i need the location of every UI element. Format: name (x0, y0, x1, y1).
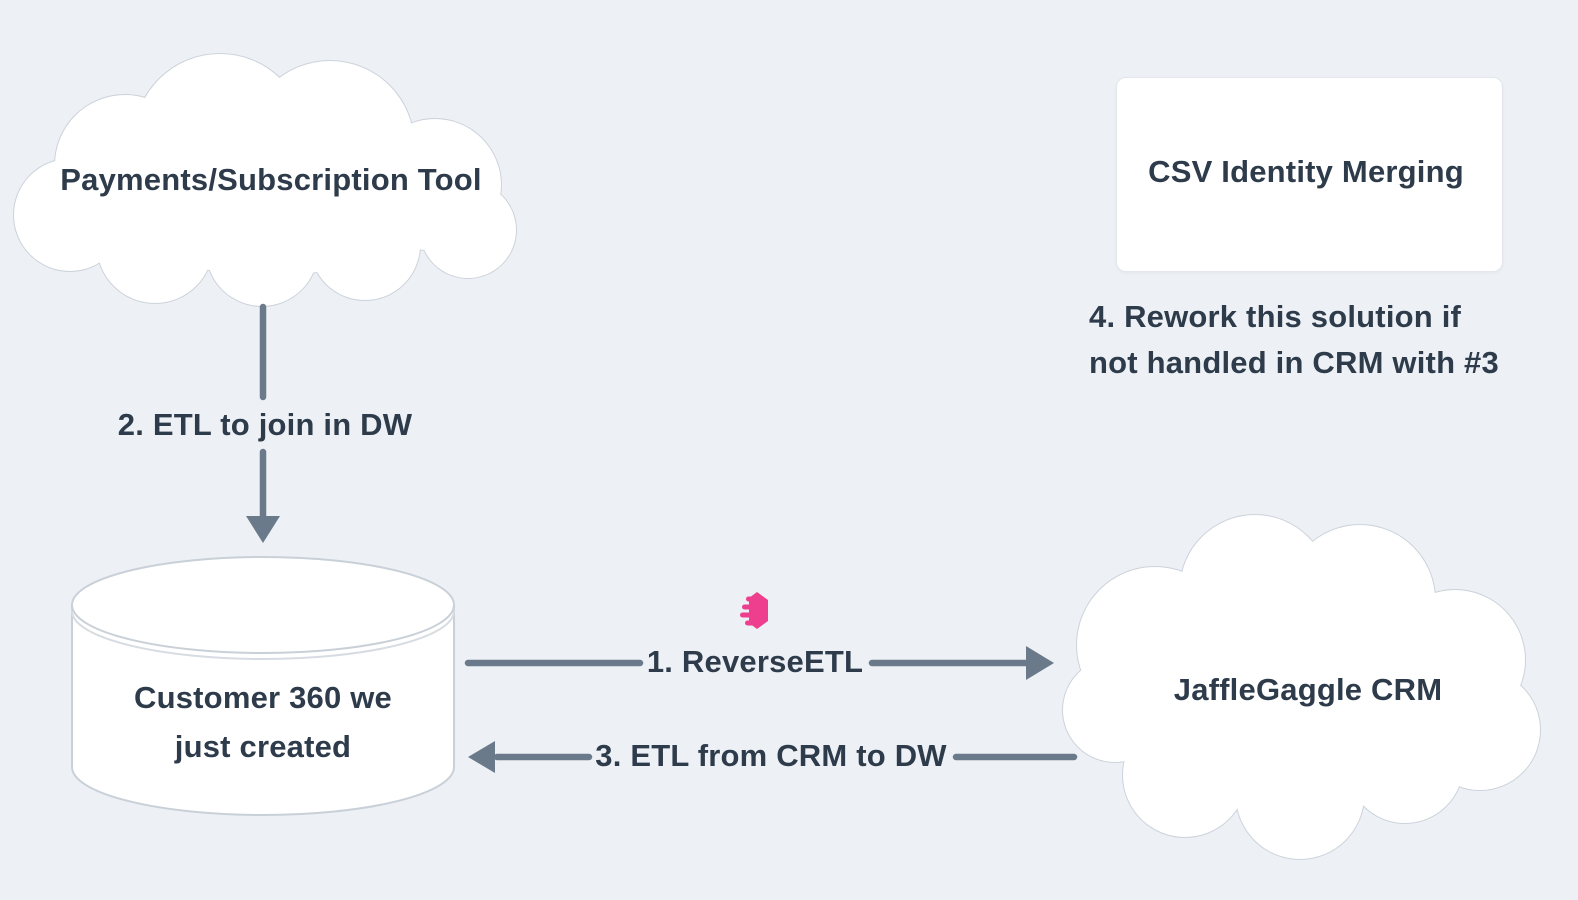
warehouse-label-line2: just created (174, 729, 352, 764)
crm-cloud-label: JaffleGaggle CRM (1173, 672, 1443, 707)
arrow-down-head (246, 516, 280, 543)
rework-note: 4. Rework this solution if not handled i… (1089, 294, 1499, 386)
rework-note-line2: not handled in CRM with #3 (1089, 345, 1499, 380)
warehouse-cylinder-shape (71, 556, 455, 816)
warehouse-label-line1: Customer 360 we (134, 680, 392, 715)
edge-etl-from-crm-label: 3. ETL from CRM to DW (595, 738, 947, 773)
arrow-right-head (1026, 646, 1054, 680)
edge-reverse-etl-arrow (464, 646, 1054, 680)
edge-reverse-etl-label: 1. ReverseETL (646, 644, 864, 679)
reverse-etl-logo-icon (740, 592, 768, 629)
arrow-left-head (468, 741, 495, 773)
warehouse-cylinder-label: Customer 360 we just created (134, 673, 392, 771)
edge-etl-from-crm-arrow (468, 741, 1078, 773)
edge-etl-join-arrow (246, 303, 280, 543)
rework-note-line1: 4. Rework this solution if (1089, 299, 1462, 334)
csv-identity-merging-card (1116, 77, 1503, 272)
csv-card-label: CSV Identity Merging (1148, 154, 1464, 189)
payments-cloud-label: Payments/Subscription Tool (60, 162, 482, 197)
edge-etl-join-label: 2. ETL to join in DW (117, 407, 413, 442)
